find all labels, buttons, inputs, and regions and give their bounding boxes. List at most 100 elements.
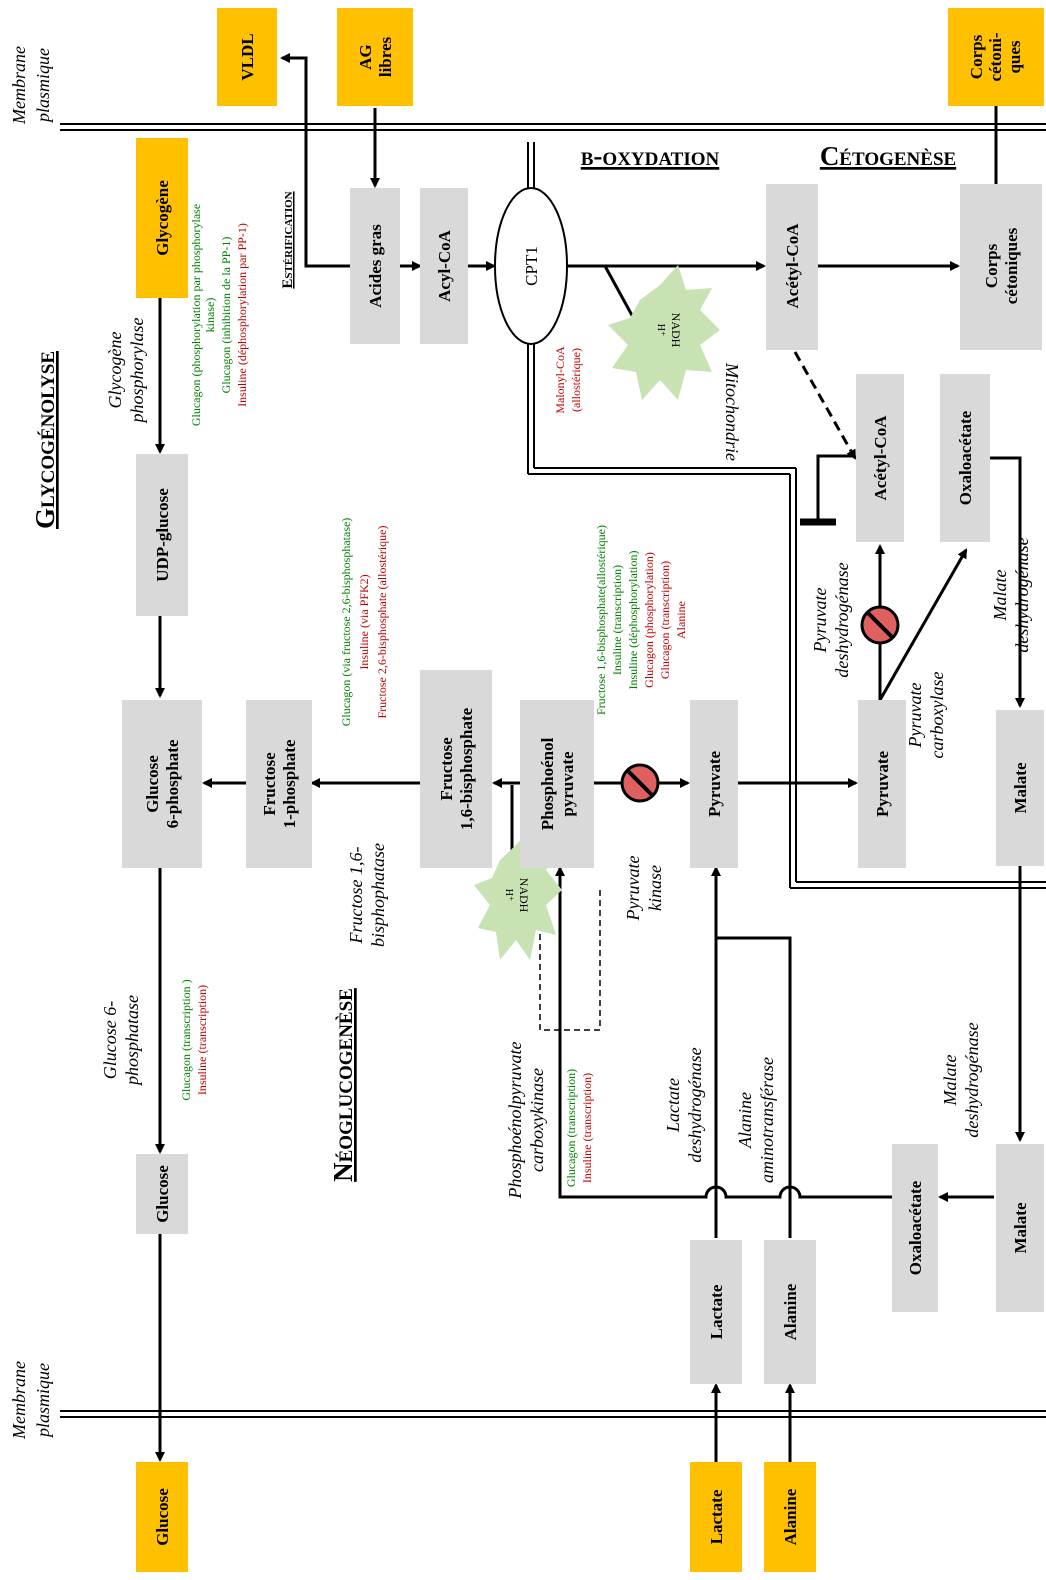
node-glucose-ext: Glucose bbox=[136, 1462, 188, 1572]
node-acetyl-coa-2: Acétyl-CoA bbox=[856, 374, 904, 542]
node-lactate: Lactate bbox=[690, 1240, 742, 1384]
svg-text:Glucose 6-: Glucose 6- bbox=[100, 1001, 120, 1079]
node-glucose: Glucose bbox=[136, 1154, 188, 1234]
svg-text:Pyruvate: Pyruvate bbox=[873, 751, 892, 818]
node-alanine: Alanine bbox=[764, 1240, 816, 1384]
membrane-label-bottom: Membrane plasmique bbox=[9, 1361, 53, 1440]
svg-text:Lactate: Lactate bbox=[707, 1489, 726, 1544]
no-entry-icon-pyruvate-kinase bbox=[620, 763, 660, 803]
svg-text:NADH: NADH bbox=[669, 313, 683, 348]
svg-text:phosphorylase: phosphorylase bbox=[127, 317, 147, 424]
svg-text:Pyruvate: Pyruvate bbox=[810, 588, 830, 654]
enzyme-malate-dehydrogenase-2: Malate deshydrogénase bbox=[940, 1022, 982, 1137]
svg-text:NADH: NADH bbox=[517, 878, 531, 913]
svg-text:VLDL: VLDL bbox=[238, 33, 257, 80]
svg-text:plasmique: plasmique bbox=[33, 1363, 53, 1439]
svg-text:Estérification: Estérification bbox=[280, 191, 296, 288]
svg-text:Glucagon (phosphorylation par: Glucagon (phosphorylation par phosphoryl… bbox=[189, 204, 203, 426]
node-alanine-ext: Alanine bbox=[764, 1462, 816, 1572]
svg-text:Insuline (transcription): Insuline (transcription) bbox=[580, 1073, 594, 1183]
svg-text:cétoni-: cétoni- bbox=[986, 32, 1005, 81]
svg-text:bisphophatase: bisphophatase bbox=[368, 843, 388, 947]
svg-text:deshydrogénase: deshydrogénase bbox=[1012, 537, 1032, 652]
node-vldl: VLDL bbox=[217, 8, 277, 106]
svg-text:1,6-bisphosphate: 1,6-bisphosphate bbox=[457, 707, 476, 830]
svg-text:aminotransférase: aminotransférase bbox=[757, 1057, 777, 1183]
svg-text:Malate: Malate bbox=[1011, 762, 1030, 813]
svg-text:Alanine: Alanine bbox=[781, 1488, 800, 1545]
enzyme-glucose-6-phosphatase: Glucose 6- phosphatase bbox=[100, 995, 142, 1087]
svg-text:CPT1: CPT1 bbox=[522, 246, 541, 286]
svg-text:Malonyl-CoA: Malonyl-CoA bbox=[553, 346, 567, 414]
node-corps-cetoniques: Corps cétoniques bbox=[960, 184, 1042, 350]
svg-text:Fructose: Fructose bbox=[437, 737, 456, 801]
svg-text:Pyruvate: Pyruvate bbox=[623, 856, 643, 922]
svg-text:cétoniques: cétoniques bbox=[1002, 227, 1021, 304]
node-acides-gras: Acides gras bbox=[350, 188, 400, 344]
svg-text:H⁺: H⁺ bbox=[503, 889, 514, 902]
svg-text:carboxylase: carboxylase bbox=[927, 672, 947, 759]
svg-text:Alanine: Alanine bbox=[674, 601, 688, 639]
svg-text:Corps: Corps bbox=[982, 243, 1001, 288]
svg-text:(allostérique): (allostérique) bbox=[569, 348, 583, 412]
enzyme-pepck: Phosphoénolpyruvate carboxykinase bbox=[505, 1042, 547, 1200]
membrane-label-top: Membrane plasmique bbox=[9, 46, 53, 125]
node-pyruvate-1: Pyruvate bbox=[690, 700, 738, 868]
svg-text:Néoglucogenèse: Néoglucogenèse bbox=[328, 988, 358, 1182]
svg-text:Malate: Malate bbox=[940, 1055, 960, 1107]
svg-text:Acides gras: Acides gras bbox=[366, 224, 385, 308]
node-phosphoenolpyruvate: Phosphoénol pyruvate bbox=[520, 700, 594, 868]
svg-text:Oxaloacétate: Oxaloacétate bbox=[906, 1180, 925, 1275]
node-acyl-coa: Acyl-CoA bbox=[420, 188, 468, 344]
svg-text:Glycogène: Glycogène bbox=[153, 180, 172, 256]
node-acetyl-coa-1: Acétyl-CoA bbox=[766, 184, 818, 350]
svg-text:pyruvate: pyruvate bbox=[558, 751, 577, 817]
svg-text:Malate: Malate bbox=[1011, 1202, 1030, 1253]
svg-text:Mitochondrie: Mitochondrie bbox=[722, 362, 742, 461]
svg-text:kinase): kinase) bbox=[203, 298, 217, 333]
svg-text:Membrane: Membrane bbox=[9, 46, 29, 125]
svg-text:Insuline (transcription): Insuline (transcription) bbox=[195, 985, 209, 1095]
svg-text:phosphatase: phosphatase bbox=[122, 995, 142, 1087]
enzyme-pyruvate-dehydrogenase: Pyruvate deshydrogénase bbox=[810, 562, 852, 677]
title-glycogenolysis: Glycogénolyse bbox=[30, 351, 60, 529]
enzyme-alanine-aminotransferase: Alanine aminotransférase bbox=[735, 1057, 777, 1183]
svg-text:Glucagon (via fructose 2,6-bis: Glucagon (via fructose 2,6-bisphosphatas… bbox=[339, 518, 353, 727]
svg-text:Lactate: Lactate bbox=[663, 1078, 683, 1133]
node-fructose-1-phosphate: Fructose 1-phosphate bbox=[246, 700, 312, 868]
svg-text:Insuline (transcription): Insuline (transcription) bbox=[610, 565, 624, 675]
regulation-glycogen-phosphorylase: Glucagon (phosphorylation par phosphoryl… bbox=[189, 204, 249, 426]
node-corps-cetoniques-ext: Corps cétoni- ques bbox=[948, 8, 1044, 106]
plasma-membrane-bottom bbox=[60, 1410, 1046, 1418]
enzyme-glycogen-phosphorylase: Glycogène phosphorylase bbox=[105, 317, 147, 424]
plasma-membrane-top bbox=[60, 123, 1046, 131]
svg-text:Oxaloacétate: Oxaloacétate bbox=[956, 410, 975, 505]
svg-text:Pyruvate: Pyruvate bbox=[905, 683, 925, 749]
svg-text:Glucose: Glucose bbox=[153, 1488, 172, 1546]
svg-text:Glucagon (phosphorylation): Glucagon (phosphorylation) bbox=[642, 552, 656, 688]
node-ag-libres: AG libres bbox=[337, 8, 413, 106]
svg-text:deshydrogénase: deshydrogénase bbox=[832, 562, 852, 677]
title-ketogenesis: Cétogenèse bbox=[820, 141, 956, 171]
regulation-fructose-bisphosphatase: Glucagon (via fructose 2,6-bisphosphatas… bbox=[339, 518, 389, 727]
svg-text:Glycogénolyse: Glycogénolyse bbox=[30, 351, 60, 529]
node-udp-glucose: UDP-glucose bbox=[136, 454, 188, 616]
regulation-pyruvate-kinase: Fructose 1,6-bisphosphate(allostérique) … bbox=[594, 525, 688, 715]
node-pyruvate-2: Pyruvate bbox=[858, 700, 906, 868]
title-esterification: Estérification bbox=[280, 191, 296, 288]
svg-text:Acétyl-CoA: Acétyl-CoA bbox=[871, 415, 890, 501]
svg-text:carboxykinase: carboxykinase bbox=[527, 1068, 547, 1172]
svg-text:Insuline (déphosphorylation): Insuline (déphosphorylation) bbox=[626, 551, 640, 690]
enzyme-malate-dehydrogenase-1: Malate deshydrogénase bbox=[990, 537, 1032, 652]
node-glycogene: Glycogène bbox=[136, 138, 188, 298]
svg-text:Glucagon (transcription ): Glucagon (transcription ) bbox=[179, 979, 193, 1100]
enzyme-lactate-dehydrogenase: Lactate deshydrogénase bbox=[663, 1047, 705, 1162]
svg-text:ques: ques bbox=[1005, 40, 1024, 73]
svg-text:Fructose 2,6-bisphosphate (all: Fructose 2,6-bisphosphate (allostérique) bbox=[375, 526, 389, 719]
enzyme-pyruvate-carboxylase: Pyruvate carboxylase bbox=[905, 672, 947, 759]
regulation-pepck: Glucagon (transcription) Insuline (trans… bbox=[564, 1069, 594, 1187]
regulation-glucose-6-phosphatase: Glucagon (transcription ) Insuline (tran… bbox=[179, 979, 209, 1100]
svg-text:UDP-glucose: UDP-glucose bbox=[153, 488, 172, 582]
